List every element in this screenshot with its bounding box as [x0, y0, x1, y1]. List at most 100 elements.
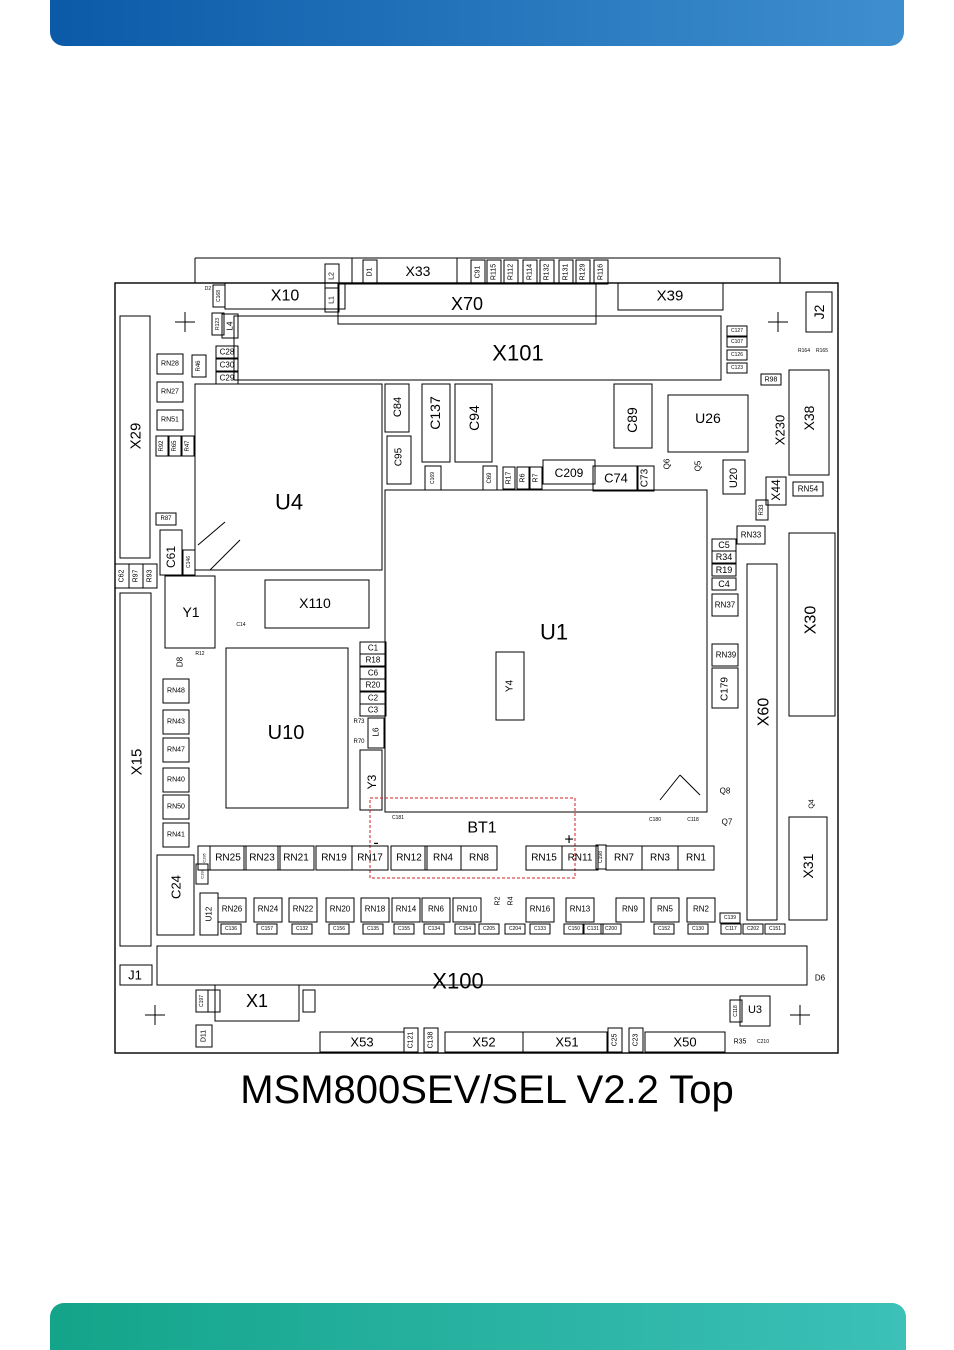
chip-u1	[384, 489, 708, 813]
c168-label: C168	[216, 290, 222, 302]
r2-label: R2	[495, 896, 502, 905]
x52-label: X52	[472, 1035, 495, 1050]
c2-label: C2	[368, 694, 379, 703]
component-outline	[155, 512, 177, 526]
board-line	[209, 539, 241, 571]
c139-label: C139	[724, 915, 736, 921]
component-outline	[529, 923, 551, 935]
component-outline	[592, 465, 639, 492]
c28-label: C28	[220, 348, 235, 357]
r73-label: R73	[353, 719, 365, 725]
connector-x110	[264, 579, 370, 629]
component-outline	[529, 466, 543, 490]
c150-label: C150	[568, 926, 580, 932]
chip-u3	[739, 995, 771, 1027]
l2-label: L2	[329, 272, 336, 280]
u10-label: U10	[268, 722, 305, 744]
c137-label: C137	[427, 396, 443, 430]
x39-label: X39	[657, 288, 684, 305]
c202-label: C202	[747, 926, 759, 932]
q8-label: Q8	[720, 787, 731, 796]
component-outline	[454, 383, 493, 463]
r6-label: R6	[520, 473, 527, 482]
x230-label: X230	[773, 415, 788, 445]
c154-label: C154	[459, 926, 471, 932]
rn26-label: RN26	[222, 905, 243, 914]
c205-label: C205	[483, 926, 495, 932]
rn33-label: RN33	[741, 531, 762, 540]
component-outline	[291, 923, 313, 935]
c204-label: C204	[509, 926, 521, 932]
rn11-label: RN11	[568, 853, 593, 864]
component-outline	[168, 435, 182, 457]
component-outline	[615, 897, 645, 923]
rn7-label: RN7	[614, 853, 634, 864]
u26-label: U26	[695, 410, 721, 426]
c84-label: C84	[392, 397, 404, 417]
c5-label: C5	[718, 540, 730, 550]
c121-label: C121	[408, 1032, 415, 1049]
x30-label: X30	[803, 606, 820, 635]
rn1-label: RN1	[686, 853, 706, 864]
c95-label: C95	[394, 447, 405, 466]
l6-label: L6	[372, 727, 381, 736]
component-outline	[256, 923, 278, 935]
component-outline	[302, 989, 316, 1013]
board-line	[679, 774, 701, 796]
c130-label: C130	[692, 926, 704, 932]
component-outline	[563, 923, 585, 935]
bt1_plus-label: +	[564, 832, 573, 849]
component-outline	[359, 678, 387, 692]
component-outline	[156, 409, 184, 431]
u12-label: U12	[205, 906, 214, 921]
component-outline	[726, 336, 748, 348]
component-outline	[195, 1024, 213, 1048]
d1-label: D1	[367, 267, 374, 276]
r46-label: R46	[196, 360, 202, 372]
board-outline	[114, 282, 839, 1054]
x110-label: X110	[299, 595, 331, 611]
rn9-label: RN9	[622, 905, 639, 914]
x50-label: X50	[673, 1035, 696, 1050]
component-outline	[360, 897, 390, 923]
component-outline	[421, 383, 451, 463]
c156-label: C156	[333, 926, 345, 932]
connector-x101	[233, 315, 722, 381]
connector-j1	[119, 964, 153, 986]
rn51-label: RN51	[161, 417, 179, 424]
d2-label: D2	[205, 286, 212, 292]
l4-label: L4	[226, 321, 235, 330]
r12-label: R12	[195, 651, 204, 657]
component-outline	[792, 481, 824, 497]
component-outline	[542, 459, 596, 485]
rn13-label: RN13	[570, 905, 591, 914]
c134-label: C134	[428, 926, 440, 932]
c126-label: C126	[731, 352, 743, 358]
header-bar	[50, 0, 904, 46]
component-outline	[503, 259, 519, 285]
component-outline	[215, 345, 239, 359]
chip-u4	[194, 383, 383, 571]
r47-label: R47	[185, 440, 191, 452]
component-outline	[221, 313, 239, 339]
component-outline	[478, 923, 500, 935]
c157-label: C157	[261, 926, 273, 932]
component-outline	[607, 1027, 623, 1053]
component-outline	[359, 653, 387, 667]
rn47-label: RN47	[167, 747, 185, 754]
component-outline	[195, 863, 209, 885]
component-outline	[726, 349, 748, 361]
r33-label: R33	[759, 504, 765, 516]
component-outline	[755, 499, 769, 521]
component-outline	[719, 912, 741, 924]
rn41-label: RN41	[167, 832, 185, 839]
chip-u10	[225, 647, 349, 809]
component-outline	[362, 923, 384, 935]
component-outline	[454, 923, 476, 935]
x100-label: X100	[432, 969, 483, 994]
c127-label: C127	[731, 328, 743, 334]
component-outline	[742, 923, 764, 935]
q4-label: Q4	[809, 799, 816, 808]
component-outline	[760, 373, 782, 386]
